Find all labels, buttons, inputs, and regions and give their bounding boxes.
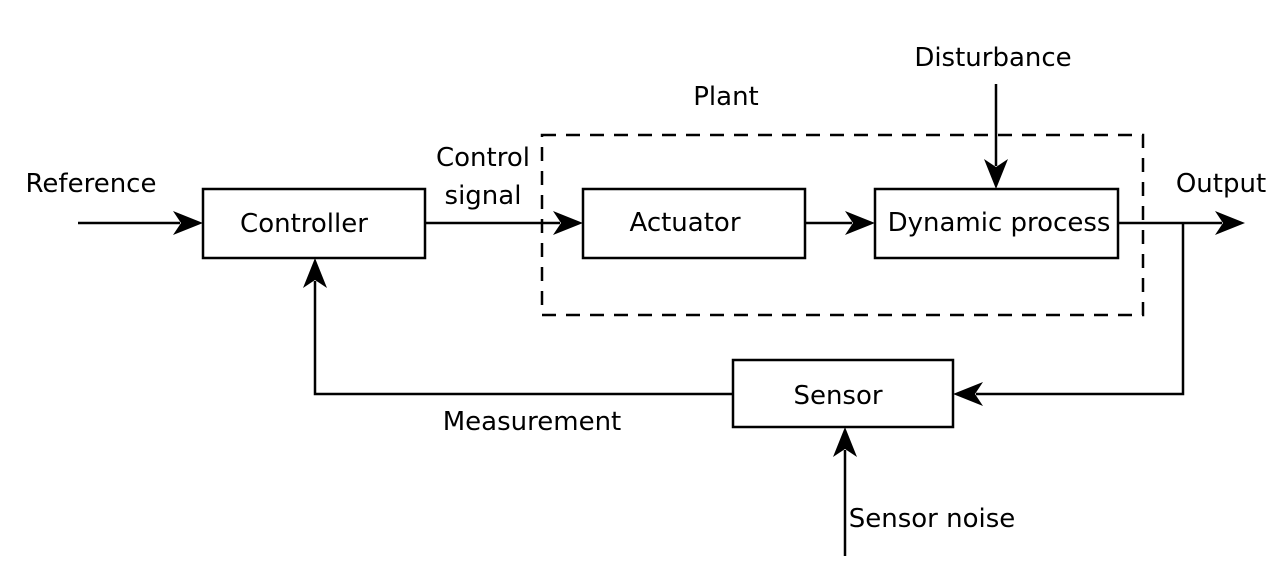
- feedback-to-sensor-line: [976, 223, 1185, 396]
- measurement-arrowhead: [303, 258, 327, 288]
- sensor-block: Sensor: [731, 358, 955, 429]
- sensor-noise-label: Sensor noise: [849, 504, 1016, 534]
- plant-boundary: [540, 133, 1145, 317]
- measurement-label: Measurement: [443, 407, 622, 437]
- actuator-to-process-arrowhead: [845, 211, 875, 235]
- actuator-label: Actuator: [629, 208, 740, 238]
- reference-arrowhead: [173, 211, 203, 235]
- reference-label: Reference: [26, 169, 157, 199]
- controller-block: Controller: [201, 187, 427, 260]
- feedback-to-sensor-arrowhead: [953, 382, 983, 406]
- output-label: Output: [1176, 169, 1266, 199]
- sensor-noise-arrowhead: [833, 427, 857, 457]
- sensor-label: Sensor: [793, 381, 882, 411]
- dynamic-process-block: Dynamic process: [873, 187, 1120, 260]
- actuator-block: Actuator: [581, 187, 807, 260]
- control-signal-label-line1: Control: [436, 143, 530, 173]
- control-signal-arrowhead: [553, 211, 583, 235]
- control-signal-label-line2: signal: [445, 181, 522, 211]
- dynamic-process-label: Dynamic process: [888, 208, 1111, 238]
- measurement-line: [313, 281, 733, 396]
- disturbance-label: Disturbance: [914, 43, 1071, 73]
- disturbance-arrowhead: [984, 159, 1008, 189]
- plant-label: Plant: [693, 82, 759, 112]
- output-arrowhead: [1215, 211, 1245, 235]
- controller-label: Controller: [240, 209, 368, 239]
